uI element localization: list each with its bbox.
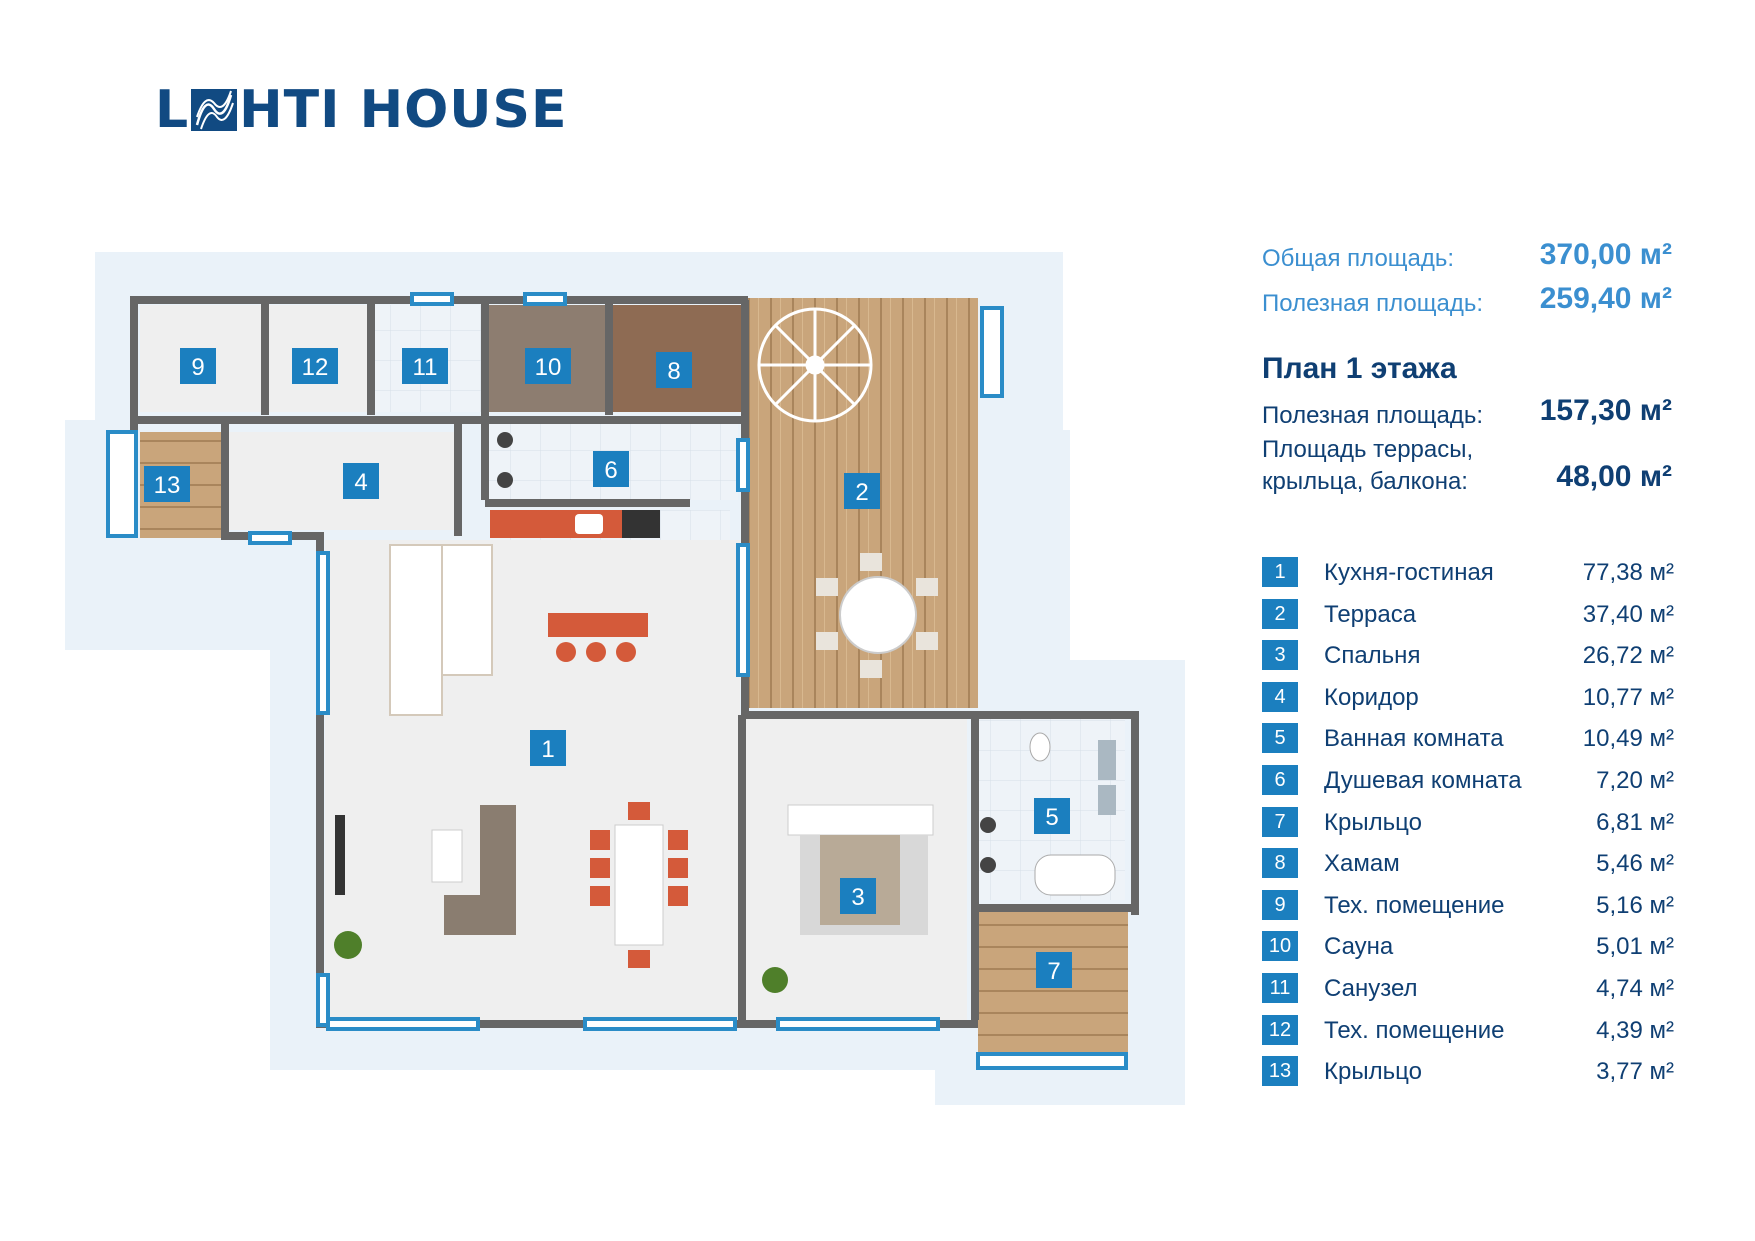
- room-number-badge: 12: [1262, 1014, 1298, 1045]
- room-number-badge: 7: [1262, 806, 1298, 837]
- living-furniture: [335, 802, 688, 968]
- room-number-badge: 5: [1262, 723, 1298, 754]
- room-number-badge: 3: [1262, 640, 1298, 671]
- useful-area-label: Полезная площадь:: [1262, 290, 1484, 317]
- floor-useful-label: Полезная площадь:: [1262, 402, 1484, 429]
- main-staircase: [389, 544, 493, 716]
- room-name: Душевая комната: [1324, 767, 1522, 794]
- room-name: Крыльцо: [1324, 1058, 1422, 1086]
- svg-text:2: 2: [855, 479, 868, 506]
- room-name: Хамам: [1324, 850, 1400, 878]
- room-number-badge: 8: [1262, 848, 1298, 879]
- bathroom-fixtures: [497, 432, 1116, 896]
- svg-text:8: 8: [667, 358, 680, 385]
- room-name: Санузел: [1324, 975, 1418, 1002]
- room-number-badge: 1: [1262, 557, 1298, 587]
- floor-useful-value: 157,30 м²: [1539, 394, 1672, 427]
- room-name: Терраса: [1324, 600, 1417, 628]
- room-name: Тех. помещение: [1324, 1016, 1505, 1044]
- room-area: 10,77 м²: [1582, 683, 1674, 711]
- room-number-badge: 10: [1262, 931, 1298, 962]
- room-area: 10,49 м²: [1582, 725, 1674, 753]
- room-area: 5,46 м²: [1596, 850, 1674, 878]
- room-list-item: 8 Хамам 5,46 м²: [1262, 848, 1674, 886]
- svg-text:1: 1: [541, 736, 554, 763]
- terrace-value: 48,00 м²: [1556, 460, 1672, 493]
- svg-text:11: 11: [413, 354, 438, 381]
- svg-text:7: 7: [1047, 958, 1060, 985]
- room-number-badge: 4: [1262, 681, 1298, 712]
- total-area-label: Общая площадь:: [1262, 245, 1455, 272]
- room-list-item: 2 Терраса 37,40 м²: [1262, 598, 1674, 637]
- room-area: 4,39 м²: [1596, 1016, 1674, 1044]
- room-name: Тех. помещение: [1324, 891, 1505, 919]
- logo-letter-l: L: [155, 80, 190, 140]
- room-list-item: 6 Душевая комната 7,20 м²: [1262, 765, 1674, 803]
- room-area: 5,16 м²: [1596, 891, 1674, 919]
- room-area: 37,40 м²: [1582, 600, 1674, 628]
- room-list-item: 13 Крыльцо 3,77 м²: [1262, 1056, 1674, 1094]
- room-list-item: 10 Сауна 5,01 м²: [1262, 931, 1674, 969]
- svg-text:6: 6: [604, 457, 617, 484]
- room-number-badge: 13: [1262, 1056, 1298, 1087]
- floor-title: План 1 этажа: [1262, 352, 1457, 385]
- terrace-label-line2: крыльца, балкона:: [1262, 468, 1468, 495]
- room-area: 6,81 м²: [1596, 808, 1674, 836]
- room-name: Коридор: [1324, 683, 1419, 711]
- svg-text:3: 3: [851, 884, 864, 911]
- brand-logo: L HTI HOUSE: [155, 80, 568, 140]
- svg-text:4: 4: [354, 469, 367, 496]
- room-list-item: 3 Спальня 26,72 м²: [1262, 640, 1674, 678]
- room-list-item: 5 Ванная комната 10,49 м²: [1262, 723, 1674, 761]
- svg-text:5: 5: [1045, 804, 1058, 831]
- room-list-item: 12 Тех. помещение 4,39 м²: [1262, 1014, 1674, 1053]
- room-area: 7,20 м²: [1596, 767, 1674, 794]
- spiral-staircase: [757, 307, 873, 423]
- bed: [787, 804, 934, 935]
- svg-text:10: 10: [535, 354, 562, 381]
- room-name: Сауна: [1324, 933, 1394, 961]
- useful-area-value: 259,40 м²: [1539, 282, 1672, 315]
- svg-text:9: 9: [191, 354, 204, 381]
- room-area: 4,74 м²: [1596, 975, 1674, 1002]
- windows: [106, 292, 1128, 1070]
- terrace-table: [816, 553, 938, 678]
- plant-icon: [334, 931, 788, 993]
- room-area: 26,72 м²: [1582, 642, 1674, 670]
- room-area: 5,01 м²: [1596, 933, 1674, 961]
- room-list-item: 7 Крыльцо 6,81 м²: [1262, 806, 1674, 845]
- terrace-label-line1: Площадь террасы,: [1262, 436, 1474, 463]
- room-name: Кухня-гостиная: [1324, 559, 1494, 586]
- svg-text:12: 12: [302, 354, 329, 381]
- room-number-badge: 11: [1262, 973, 1298, 1003]
- room-area: 3,77 м²: [1596, 1058, 1674, 1086]
- room-list-item: 11 Санузел 4,74 м²: [1262, 973, 1674, 1011]
- svg-text:13: 13: [154, 472, 181, 499]
- room-name: Крыльцо: [1324, 808, 1422, 836]
- room-area: 77,38 м²: [1582, 559, 1674, 586]
- room-list-item: 4 Коридор 10,77 м²: [1262, 681, 1674, 720]
- kitchen-furniture: [490, 510, 660, 662]
- room-number-badge: 6: [1262, 765, 1298, 795]
- total-area-value: 370,00 м²: [1539, 238, 1672, 271]
- room-name: Спальня: [1324, 642, 1421, 670]
- room-name: Ванная комната: [1324, 725, 1504, 753]
- room-list-item: 1 Кухня-гостиная 77,38 м²: [1262, 557, 1674, 595]
- room-number-badges: 9 12 11 10 8 2 13 4 6 1 3 5 7: [144, 348, 1072, 988]
- logo-wood-icon: [191, 89, 238, 131]
- room-number-badge: 2: [1262, 598, 1298, 629]
- room-number-badge: 9: [1262, 889, 1298, 920]
- logo-text: HTI HOUSE: [239, 80, 568, 140]
- room-list-item: 9 Тех. помещение 5,16 м²: [1262, 889, 1674, 928]
